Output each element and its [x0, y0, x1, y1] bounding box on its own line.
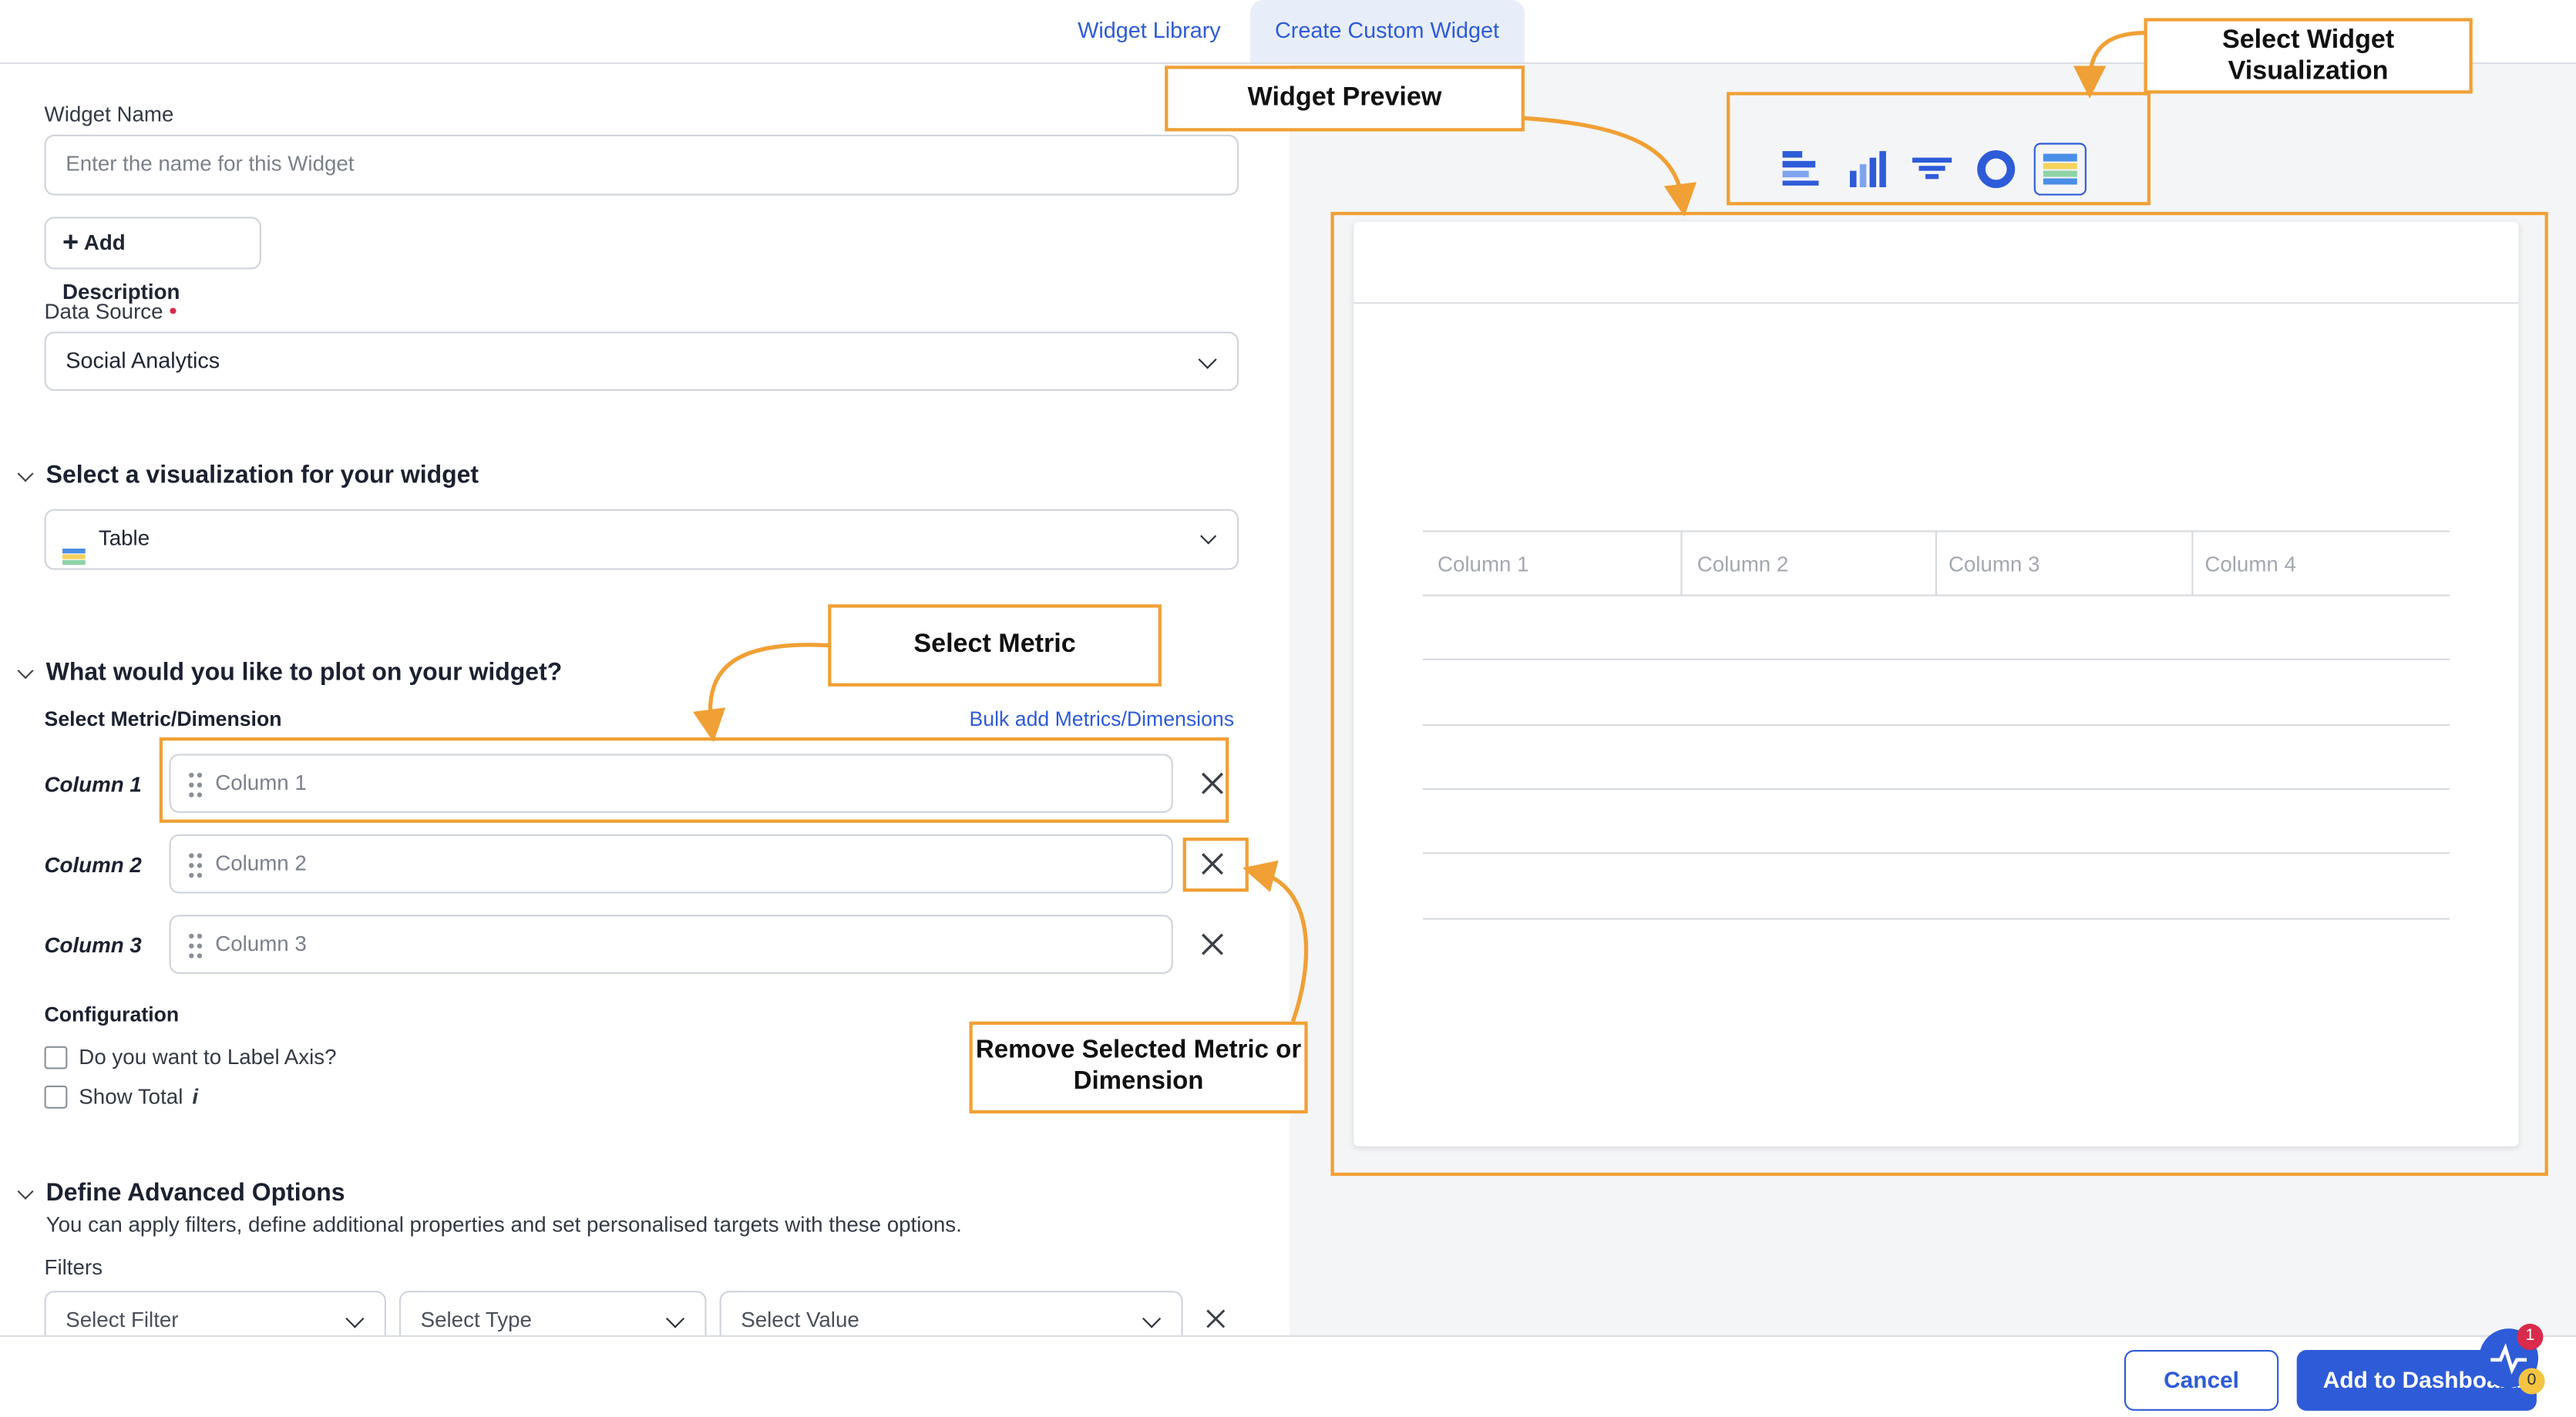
table-column-divider: [2191, 532, 2194, 595]
column-2-input[interactable]: Column 2: [169, 834, 1173, 894]
info-icon[interactable]: i: [192, 1083, 199, 1109]
widget-name-input[interactable]: Enter the name for this Widget: [44, 134, 1239, 196]
table-line: [1422, 788, 2450, 791]
donut-icon[interactable]: [1972, 145, 2021, 194]
column-3-placeholder: Column 3: [215, 931, 307, 956]
table-line: [1422, 594, 2450, 596]
visualization-value: Table: [98, 525, 150, 551]
table-line: [1422, 852, 2450, 855]
advanced-section-title: Define Advanced Options: [45, 1179, 345, 1207]
cancel-button[interactable]: Cancel: [2124, 1350, 2279, 1411]
show-total-checkbox[interactable]: [44, 1085, 68, 1109]
notification-badge: 1: [2517, 1323, 2544, 1351]
table-line: [1422, 530, 2450, 532]
drag-handle-icon[interactable]: [187, 852, 203, 878]
tab-widget-library[interactable]: Widget Library: [1078, 18, 1221, 43]
card-header-divider: [1354, 302, 2519, 304]
table-line: [1422, 724, 2450, 727]
plus-icon: +: [62, 227, 79, 258]
close-icon[interactable]: [1201, 933, 1224, 956]
widget-preview-card: [1354, 221, 2519, 1147]
funnel-icon[interactable]: [1908, 145, 1957, 194]
column-1-label: Column 1: [44, 771, 142, 797]
required-dot: •: [169, 297, 177, 324]
widget-preview-highlight: [1330, 211, 2548, 1177]
add-description-button[interactable]: + Add Description: [44, 217, 261, 304]
annotation-select-metric: Select Metric: [828, 604, 1162, 687]
table-column-divider: [1680, 532, 1683, 595]
visualization-select[interactable]: Table: [44, 509, 1239, 570]
label-axis-checkbox[interactable]: [44, 1046, 68, 1069]
plot-section-title: What would you like to plot on your widg…: [45, 658, 563, 687]
viz-section-title: Select a visualization for your widget: [45, 461, 479, 490]
data-source-select[interactable]: Social Analytics: [44, 331, 1239, 391]
filters-label: Filters: [44, 1254, 103, 1280]
table-header-cell: Column 4: [2204, 552, 2296, 577]
annotation-select-widget-visualization: Select Widget Visualization: [2144, 18, 2473, 94]
bulk-add-link[interactable]: Bulk add Metrics/Dimensions: [969, 707, 1235, 731]
configuration-label: Configuration: [44, 1003, 180, 1027]
column-2-label: Column 2: [44, 852, 142, 878]
select-value-text: Select Value: [741, 1307, 859, 1332]
column-2-placeholder: Column 2: [215, 851, 307, 876]
annotation-remove-metric: Remove Selected Metric or Dimension: [969, 1021, 1308, 1114]
label-axis-text: Do you want to Label Axis?: [79, 1044, 337, 1069]
drag-handle-icon[interactable]: [187, 933, 203, 959]
table-header-cell: Column 3: [1948, 552, 2040, 577]
select-type-text: Select Type: [420, 1307, 532, 1332]
bar-vertical-icon[interactable]: [1841, 145, 1891, 194]
table-column-divider: [1935, 532, 1937, 595]
data-source-value: Social Analytics: [66, 348, 220, 373]
table-icon: [62, 530, 86, 566]
viz-icons-highlight: [1727, 92, 2151, 206]
close-icon[interactable]: [1206, 1309, 1226, 1329]
select-filter-text: Select Filter: [66, 1307, 179, 1332]
bar-horizontal-icon[interactable]: [1776, 145, 1825, 194]
table-line: [1422, 658, 2450, 660]
select-metric-label: Select Metric/Dimension: [44, 707, 282, 731]
show-total-text: Show Total: [79, 1083, 183, 1109]
data-source-label-text: Data Source: [44, 298, 163, 324]
table-header-cell: Column 1: [1437, 552, 1529, 577]
add-description-label: Add Description: [62, 230, 180, 304]
advanced-description: You can apply filters, define additional…: [45, 1211, 962, 1237]
close-icon[interactable]: [1201, 772, 1224, 795]
column-1-input[interactable]: Column 1: [169, 754, 1173, 814]
table-header-cell: Column 2: [1697, 552, 1789, 577]
column-1-placeholder: Column 1: [215, 770, 307, 795]
table-line: [1422, 918, 2450, 920]
close-icon[interactable]: [1201, 852, 1224, 875]
data-source-label: Data Source •: [45, 297, 177, 324]
tab-create-custom-widget[interactable]: Create Custom Widget: [1249, 0, 1525, 62]
pulse-icon: [2490, 1343, 2527, 1375]
secondary-badge: 0: [2518, 1368, 2545, 1395]
column-3-label: Column 3: [44, 932, 142, 958]
table-icon[interactable]: [2033, 143, 2087, 196]
widget-name-label: Widget Name: [44, 102, 174, 127]
annotation-widget-preview: Widget Preview: [1165, 65, 1525, 132]
column-3-input[interactable]: Column 3: [169, 915, 1173, 974]
drag-handle-icon[interactable]: [187, 772, 203, 798]
